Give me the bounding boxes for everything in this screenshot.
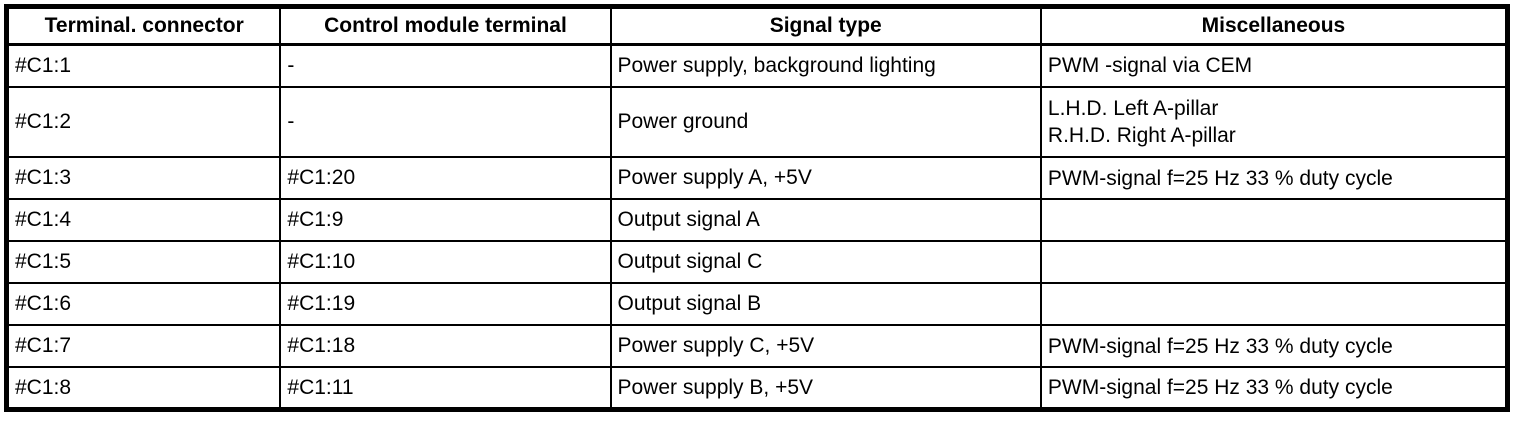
cell-terminal: #C1:5 — [5, 240, 282, 285]
table-row: #C1:8 #C1:11 Power supply B, +5V PWM-sig… — [5, 366, 1509, 411]
table-row: #C1:6 #C1:19 Output signal B — [5, 282, 1509, 327]
cell-misc — [1039, 240, 1509, 285]
cell-signal: Power supply A, +5V — [609, 156, 1042, 201]
cell-terminal: #C1:8 — [5, 366, 282, 411]
cell-terminal: #C1:2 — [5, 85, 282, 159]
cell-module: #C1:18 — [279, 324, 612, 369]
cell-module: - — [279, 43, 612, 88]
header-terminal-connector: Terminal. connector — [5, 5, 282, 46]
cell-misc: PWM-signal f=25 Hz 33 % duty cycle — [1039, 366, 1509, 411]
table-header: Terminal. connector Control module termi… — [5, 5, 1509, 46]
cell-signal: Output signal A — [609, 198, 1042, 243]
cell-module: #C1:9 — [279, 198, 612, 243]
table-row: #C1:1 - Power supply, background lightin… — [5, 43, 1509, 88]
cell-terminal: #C1:1 — [5, 43, 282, 88]
header-control-module-terminal: Control module terminal — [279, 5, 612, 46]
cell-signal: Output signal C — [609, 240, 1042, 285]
cell-misc: PWM-signal f=25 Hz 33 % duty cycle — [1039, 324, 1509, 369]
cell-misc — [1039, 198, 1509, 243]
table-row: #C1:4 #C1:9 Output signal A — [5, 198, 1509, 243]
cell-terminal: #C1:4 — [5, 198, 282, 243]
cell-signal: Power supply B, +5V — [609, 366, 1042, 411]
header-miscellaneous: Miscellaneous — [1039, 5, 1509, 46]
cell-terminal: #C1:6 — [5, 282, 282, 327]
table-row: #C1:7 #C1:18 Power supply C, +5V PWM-sig… — [5, 324, 1509, 369]
table-row: #C1:2 - Power ground L.H.D. Left A-pilla… — [5, 85, 1509, 159]
table-row: #C1:3 #C1:20 Power supply A, +5V PWM-sig… — [5, 156, 1509, 201]
cell-signal: Output signal B — [609, 282, 1042, 327]
cell-misc — [1039, 282, 1509, 327]
cell-module: #C1:20 — [279, 156, 612, 201]
cell-module: - — [279, 85, 612, 159]
cell-misc: PWM -signal via CEM — [1039, 43, 1509, 88]
table-body: #C1:1 - Power supply, background lightin… — [5, 43, 1509, 411]
cell-terminal: #C1:7 — [5, 324, 282, 369]
cell-signal: Power ground — [609, 85, 1042, 159]
cell-terminal: #C1:3 — [5, 156, 282, 201]
header-signal-type: Signal type — [609, 5, 1042, 46]
header-row: Terminal. connector Control module termi… — [5, 5, 1509, 46]
terminal-signal-table: Terminal. connector Control module termi… — [4, 4, 1510, 412]
table-row: #C1:5 #C1:10 Output signal C — [5, 240, 1509, 285]
cell-signal: Power supply C, +5V — [609, 324, 1042, 369]
cell-misc: L.H.D. Left A-pillar R.H.D. Right A-pill… — [1039, 85, 1509, 159]
cell-signal: Power supply, background lighting — [609, 43, 1042, 88]
cell-misc: PWM-signal f=25 Hz 33 % duty cycle — [1039, 156, 1509, 201]
cell-module: #C1:19 — [279, 282, 612, 327]
cell-module: #C1:10 — [279, 240, 612, 285]
cell-module: #C1:11 — [279, 366, 612, 411]
